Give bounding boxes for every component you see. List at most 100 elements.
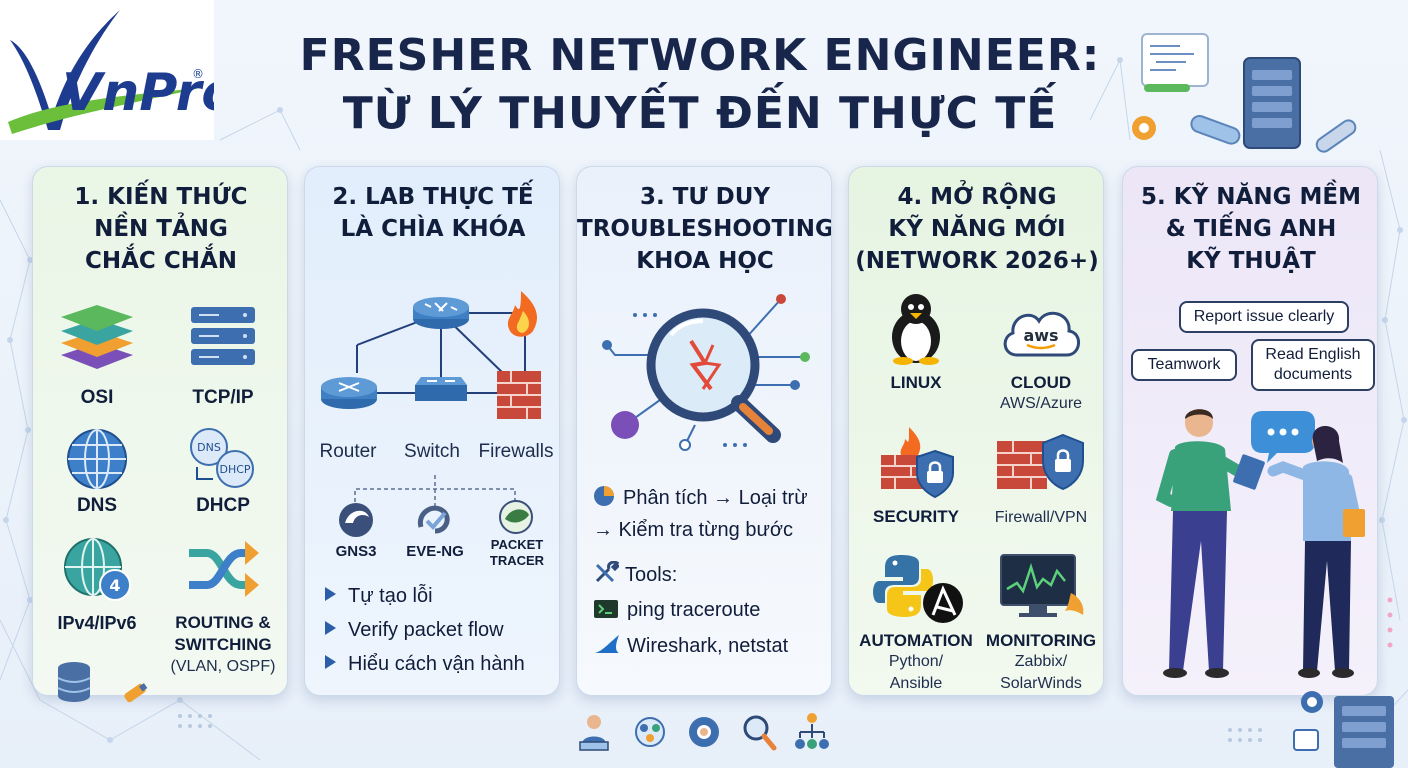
wireshark-fin-icon <box>595 635 619 653</box>
router-label: Router <box>319 441 377 462</box>
svg-text:DNS: DNS <box>197 441 221 454</box>
wrench-tools-icon <box>595 560 621 583</box>
python-label: Python/ <box>888 653 944 670</box>
bullet-arrow-icon <box>325 655 336 669</box>
python-ansible-icon <box>873 555 963 623</box>
magnifier-network-icon <box>602 294 810 451</box>
packet-tracer-label-line-1: PACKET <box>490 537 544 552</box>
analyze-eliminate-line: Phân tích → Loại trừ <box>593 485 808 510</box>
man-figure <box>1155 409 1265 678</box>
dhcp-label: DHCP <box>196 495 250 516</box>
fire-icon <box>507 291 537 337</box>
vnpro-logo: VnPro ® <box>0 0 214 140</box>
bottom-icon-row <box>579 713 829 751</box>
switching-label: SWITCHING <box>174 635 272 654</box>
bullet-create-errors: Tự tạo lỗi <box>325 585 433 608</box>
routing-label: ROUTING & <box>175 613 271 632</box>
dns-globe-icon <box>67 429 127 489</box>
woman-figure <box>1267 426 1365 678</box>
logo-registered-mark: ® <box>192 67 204 81</box>
monitoring-label: MONITORING <box>985 631 1097 650</box>
linux-label: LINUX <box>890 373 942 392</box>
tools-heading: Tools: <box>593 560 677 587</box>
osi-label: OSI <box>80 387 114 408</box>
router-icon <box>413 297 469 329</box>
solarwinds-label: SolarWinds <box>1000 675 1082 692</box>
server-gear-decoration-icon <box>1293 691 1394 768</box>
firewalls-label: Firewalls <box>478 441 554 462</box>
ansible-label: Ansible <box>889 675 943 692</box>
automation-label: AUTOMATION <box>859 631 973 650</box>
tcpip-stack-icon <box>191 307 255 365</box>
eve-ng-icon <box>417 505 450 534</box>
bullet-verify-packet-flow: Verify packet flow <box>325 619 504 642</box>
bubble-teamwork: Teamwork <box>1131 349 1237 381</box>
linux-penguin-icon <box>892 294 940 365</box>
firewall-vpn-icon <box>997 433 1084 491</box>
terminal-icon <box>594 600 618 618</box>
svg-text:aws: aws <box>1023 326 1058 345</box>
bullet-arrow-icon <box>325 621 336 635</box>
hierarchy-people-icon <box>795 713 829 749</box>
network-topology-diagram <box>321 291 541 419</box>
tcpip-label: TCP/IP <box>192 387 254 408</box>
routing-switching-arrows-icon <box>189 541 259 597</box>
firewall-vpn-label: Firewall/VPN <box>994 509 1088 526</box>
page-title-line-2: TỪ LÝ THUYẾT ĐẾN THỰC TẾ <box>342 88 1058 139</box>
cable-connector-icon <box>124 683 148 703</box>
wireshark-netstat-line: Wireshark, netstat <box>593 633 788 658</box>
gns3-icon <box>339 503 373 537</box>
dns-label: DNS <box>76 495 118 516</box>
security-firewall-lock-icon <box>881 427 954 499</box>
gear-person-icon <box>689 717 719 747</box>
router-left-icon <box>321 377 377 409</box>
team-network-icon <box>635 717 665 747</box>
gns3-label: GNS3 <box>335 543 377 560</box>
two-people-talking-illustration <box>1155 409 1365 678</box>
cloud-label: CLOUD <box>1010 373 1072 392</box>
bubble-report-issue: Report issue clearly <box>1179 301 1349 333</box>
zabbix-label: Zabbix/ <box>1014 653 1068 670</box>
database-icon <box>57 662 91 702</box>
svg-text:4: 4 <box>109 576 120 595</box>
lab-tools-connector <box>354 475 516 509</box>
security-label: SECURITY <box>873 507 959 526</box>
dhcp-globes-icon: DNS DHCP <box>190 428 254 488</box>
aws-azure-label: AWS/Azure <box>999 395 1083 412</box>
ipv4-ipv6-label: IPv4/IPv6 <box>57 613 137 633</box>
eve-ng-label: EVE-NG <box>406 543 464 560</box>
ping-traceroute-line: ping traceroute <box>593 599 760 622</box>
server-code-decoration-icon <box>1132 33 1357 153</box>
switch-label: Switch <box>404 441 460 462</box>
bullet-understand-operation: Hiểu cách vận hành <box>325 653 525 676</box>
osi-layers-icon <box>61 305 133 369</box>
page-title-line-1: FRESHER NETWORK ENGINEER: <box>299 30 1101 81</box>
vlan-ospf-label: (VLAN, OSPF) <box>170 658 276 675</box>
check-step-by-step-line: → Kiểm tra từng bước <box>593 519 793 541</box>
ipv4-ipv6-globe-icon: 4 <box>64 538 131 601</box>
firewall-brick-icon <box>497 371 541 419</box>
svg-text:DHCP: DHCP <box>219 463 250 476</box>
speech-bubble-dots-icon <box>1251 411 1315 463</box>
logo-text: VnPro <box>62 63 214 123</box>
pie-chart-icon <box>594 486 614 506</box>
monitoring-screen-icon <box>1000 554 1084 617</box>
packet-tracer-label-line-2: TRACER <box>489 553 545 568</box>
bullet-arrow-icon <box>325 587 336 601</box>
packet-tracer-icon <box>499 500 533 534</box>
search-troubleshoot-icon <box>743 715 777 751</box>
switch-icon <box>415 377 467 401</box>
engineer-laptop-icon <box>579 715 609 751</box>
